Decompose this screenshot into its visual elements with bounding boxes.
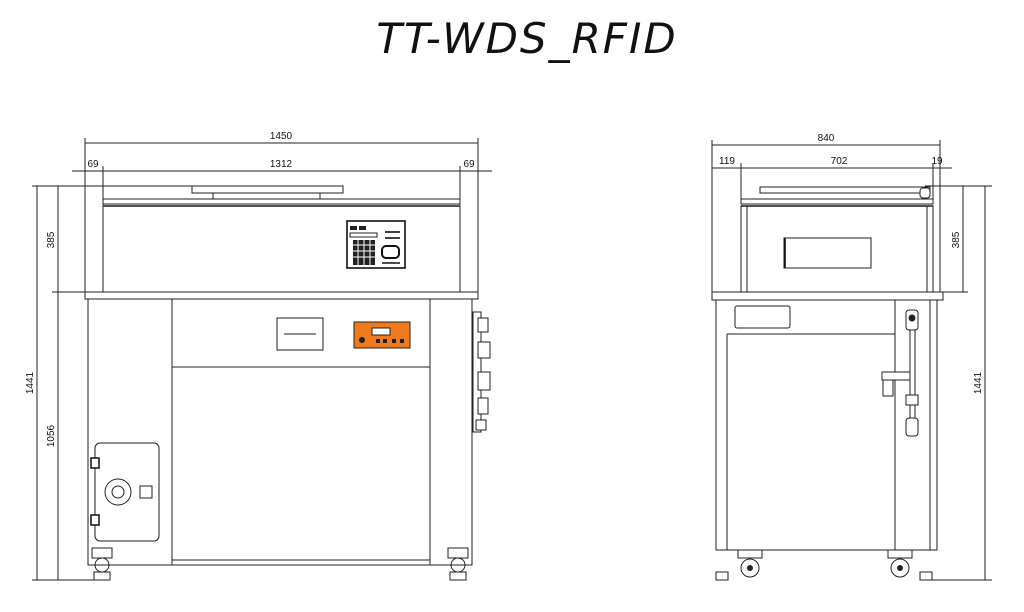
keypad-panel bbox=[346, 220, 406, 269]
side-lid-handle bbox=[759, 186, 931, 194]
dim-front-inner-width: 1312 bbox=[270, 159, 293, 170]
drawing-title: TT-WDS_RFID bbox=[376, 14, 678, 63]
dim-side-left-offset: 119 bbox=[719, 156, 735, 167]
side-access-panel bbox=[90, 442, 160, 542]
side-window bbox=[783, 237, 872, 269]
dim-front-right-offset: 69 bbox=[463, 159, 475, 170]
dim-front-left-offset: 69 bbox=[87, 159, 99, 170]
front-view: 1450 1312 69 69 385 1441 1056 bbox=[25, 131, 492, 581]
dim-side-overall-height: 1441 bbox=[973, 371, 984, 394]
dim-front-base-height: 1056 bbox=[46, 424, 57, 447]
dim-side-overall-depth: 840 bbox=[818, 133, 835, 144]
side-lid bbox=[740, 198, 934, 205]
side-casters bbox=[715, 549, 933, 581]
lid-hinge bbox=[919, 187, 931, 199]
dim-front-overall-width: 1450 bbox=[270, 131, 293, 142]
dim-front-overall-height: 1441 bbox=[25, 371, 36, 394]
side-upper-enclosure bbox=[740, 205, 934, 293]
side-cabinet-body bbox=[715, 299, 938, 551]
front-door bbox=[171, 366, 431, 561]
plumbing-fittings bbox=[472, 311, 491, 433]
dim-front-upper-height: 385 bbox=[46, 231, 57, 248]
front-casters bbox=[91, 547, 469, 581]
side-plumbing bbox=[881, 309, 919, 437]
counter-top bbox=[84, 291, 479, 300]
lid-handle bbox=[191, 185, 344, 194]
front-dimensions: 1450 1312 69 69 385 1441 1056 bbox=[25, 131, 492, 581]
cabinet-body bbox=[87, 298, 473, 566]
dim-side-inner-depth: 702 bbox=[831, 156, 848, 167]
side-dimensions: 840 119 702 19 385 1441 bbox=[711, 133, 992, 581]
upper-enclosure bbox=[102, 205, 461, 293]
dim-side-upper-height: 385 bbox=[951, 231, 962, 248]
side-label-panel bbox=[734, 305, 791, 329]
side-counter-top bbox=[711, 291, 944, 301]
display-label bbox=[276, 317, 324, 351]
dim-side-right-offset: 19 bbox=[931, 156, 943, 167]
lid bbox=[102, 198, 461, 205]
side-view: 840 119 702 19 385 1441 bbox=[711, 133, 992, 581]
controller-panel bbox=[353, 321, 411, 349]
